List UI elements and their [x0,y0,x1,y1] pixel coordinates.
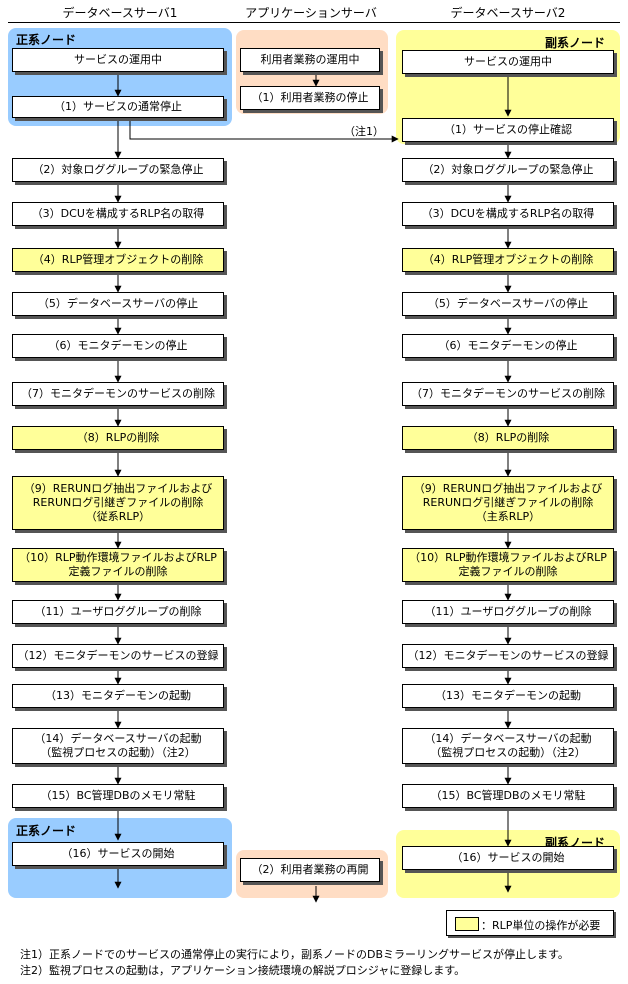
header-rule [8,22,620,23]
legend-label: ：RLP単位の操作が必要 [481,919,601,932]
db1-step-15: （15）BC管理DBのメモリ常駐 [12,784,224,808]
db1-step-9: （9）RERUNログ抽出ファイルおよび RERUNログ引継ぎファイルの削除 （従… [12,476,224,530]
db1-step-1: （1）サービスの通常停止 [12,96,224,118]
db1-step-14: （14）データベースサーバの起動 （監視プロセスの起動）（注2） [12,728,224,764]
db2-step-11: （11）ユーザロググループの削除 [402,600,614,624]
arrow-note-1: （注1） [344,125,384,138]
db2-step-3: （3）DCUを構成するRLP名の取得 [402,202,614,226]
db2-step-13: （13）モニタデーモンの起動 [402,684,614,708]
db2-step-8: （8）RLPの削除 [402,426,614,450]
db1-step-13: （13）モニタデーモンの起動 [12,684,224,708]
primary-node-label-top: 正系ノード [16,33,77,47]
db2-step-running: サービスの運用中 [402,50,614,74]
db2-step-7: （7）モニタデーモンのサービスの削除 [402,382,614,406]
header-db2: データベースサーバ2 [450,6,566,20]
db2-step-10: （10）RLP動作環境ファイルおよびRLP定義ファイルの削除 [402,548,614,582]
primary-node-label-bottom: 正系ノード [16,824,77,838]
db1-step-4: （4）RLP管理オブジェクトの削除 [12,248,224,272]
db1-step-6: （6）モニタデーモンの停止 [12,334,224,358]
db1-step-3: （3）DCUを構成するRLP名の取得 [12,202,224,226]
db1-step-12: （12）モニタデーモンのサービスの登録 [12,644,224,668]
db2-step-16: （16）サービスの開始 [402,846,614,870]
db1-step-5: （5）データベースサーバの停止 [12,292,224,316]
header-db1: データベースサーバ1 [62,6,178,20]
db2-step-12: （12）モニタデーモンのサービスの登録 [402,644,614,668]
db1-step-16: （16）サービスの開始 [12,842,224,866]
db1-step-7: （7）モニタデーモンのサービスの削除 [12,382,224,406]
db2-step-1: （1）サービスの停止確認 [402,118,614,142]
db1-step-8: （8）RLPの削除 [12,426,224,450]
app-step-1: （1）利用者業務の停止 [240,86,380,110]
db2-step-14: （14）データベースサーバの起動 （監視プロセスの起動）（注2） [402,728,614,764]
db2-step-4: （4）RLP管理オブジェクトの削除 [402,248,614,272]
footnote-1: 注1）正系ノードでのサービスの通常停止の実行により，副系ノードのDBミラーリング… [20,948,569,961]
db1-step-11: （11）ユーザロググループの削除 [12,600,224,624]
db2-step-5: （5）データベースサーバの停止 [402,292,614,316]
secondary-node-label-top: 副系ノード [545,36,606,50]
db2-step-9: （9）RERUNログ抽出ファイルおよび RERUNログ引継ぎファイルの削除 （主… [402,476,614,530]
legend-swatch [455,917,479,931]
legend: ：RLP単位の操作が必要 [446,910,614,936]
footnote-2: 注2）監視プロセスの起動は，アプリケーション接続環境の解説プロシジャに登録します… [20,964,466,977]
db2-step-2: （2）対象ロググループの緊急停止 [402,158,614,182]
db1-step-10: （10）RLP動作環境ファイルおよびRLP定義ファイルの削除 [12,548,224,582]
db2-step-6: （6）モニタデーモンの停止 [402,334,614,358]
header-app: アプリケーションサーバ [245,6,377,20]
app-step-running: 利用者業務の運用中 [240,48,380,72]
db1-step-2: （2）対象ロググループの緊急停止 [12,158,224,182]
app-step-2: （2）利用者業務の再開 [240,858,380,882]
db1-step-running: サービスの運用中 [12,48,224,72]
db2-step-15: （15）BC管理DBのメモリ常駐 [402,784,614,808]
